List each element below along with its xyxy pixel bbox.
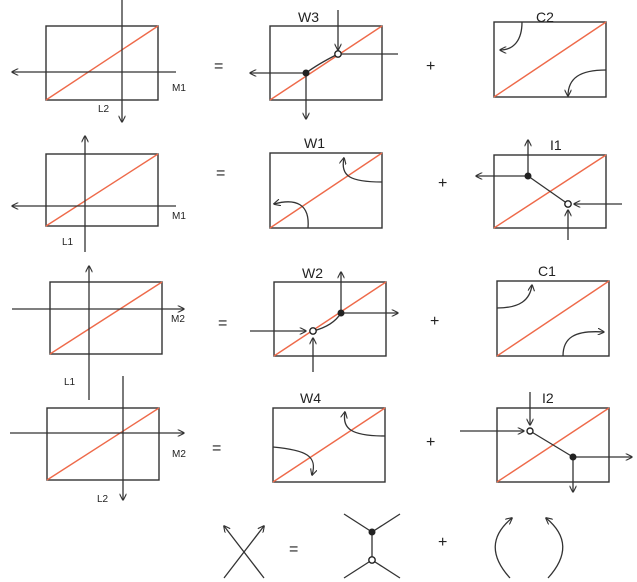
row-2: M1 L1 = W1 + I1 bbox=[12, 135, 622, 252]
row-1-lhs-diagram: M1 L2 bbox=[12, 0, 186, 122]
row-1: M1 L2 = W3 + C2 bbox=[12, 0, 607, 122]
filled-vertex bbox=[524, 172, 532, 180]
filled-vertex bbox=[337, 309, 345, 317]
label-m: M1 bbox=[172, 83, 186, 94]
filled-vertex bbox=[302, 69, 310, 77]
connecting-curve bbox=[312, 312, 342, 332]
corner-curve-top-left bbox=[496, 285, 532, 309]
curve-upper bbox=[344, 412, 386, 437]
label-l: L1 bbox=[64, 377, 76, 388]
label-m: M2 bbox=[171, 314, 185, 325]
label-m: M2 bbox=[172, 449, 186, 460]
open-vertex bbox=[334, 50, 342, 58]
open-vertex bbox=[309, 327, 317, 335]
term-label: I2 bbox=[542, 390, 554, 406]
connecting-curve bbox=[305, 53, 339, 74]
row-5-identity: = + bbox=[224, 513, 564, 579]
curve-lower bbox=[274, 202, 309, 229]
row-3-term-2: C1 bbox=[496, 263, 610, 357]
row-2-term-1: W1 bbox=[269, 135, 383, 229]
term-label: W1 bbox=[304, 135, 325, 151]
equals-sign: = bbox=[214, 58, 223, 75]
curve-upper bbox=[343, 158, 383, 183]
plus-sign: + bbox=[426, 434, 435, 451]
parallel-curves bbox=[494, 518, 564, 579]
corner-curve-bottom-right bbox=[562, 332, 604, 357]
plus-sign: + bbox=[438, 534, 447, 551]
curve-lower bbox=[272, 446, 313, 475]
equals-sign: = bbox=[212, 440, 221, 457]
corner-curve-top-left bbox=[500, 21, 523, 50]
open-vertex bbox=[526, 427, 534, 435]
row-4: M2 L2 = W4 + I2 bbox=[10, 376, 632, 505]
crossing-lines bbox=[224, 526, 264, 579]
open-vertex bbox=[368, 556, 376, 564]
plus-sign: + bbox=[438, 175, 447, 192]
row-3-lhs-diagram: M2 L1 bbox=[12, 266, 185, 400]
equals-sign: = bbox=[218, 315, 227, 332]
row-4-lhs-diagram: M2 L2 bbox=[10, 376, 186, 505]
label-m: M1 bbox=[172, 211, 186, 222]
label-l: L1 bbox=[62, 237, 74, 248]
term-label: W4 bbox=[300, 390, 321, 406]
row-1-term-2: C2 bbox=[493, 9, 607, 98]
row-3: M2 L1 = W2 + C1 bbox=[12, 263, 610, 400]
row-1-term-1: W3 bbox=[250, 9, 398, 119]
term-label: C2 bbox=[536, 9, 554, 25]
internal-line bbox=[529, 430, 574, 458]
equals-sign: = bbox=[289, 541, 298, 558]
term-label: W3 bbox=[298, 9, 319, 25]
vertex-pair bbox=[343, 513, 401, 579]
equals-sign: = bbox=[216, 165, 225, 182]
label-l: L2 bbox=[97, 494, 109, 505]
plus-sign: + bbox=[426, 58, 435, 75]
row-3-term-1: W2 bbox=[250, 265, 398, 372]
corner-curve-bottom-right bbox=[568, 69, 607, 96]
filled-vertex bbox=[368, 528, 376, 536]
row-4-term-1: W4 bbox=[272, 390, 386, 483]
row-4-term-2: I2 bbox=[460, 390, 632, 492]
open-vertex bbox=[564, 200, 572, 208]
term-label: W2 bbox=[302, 265, 323, 281]
row-2-lhs-diagram: M1 L1 bbox=[12, 136, 186, 252]
label-l: L2 bbox=[98, 104, 110, 115]
row-2-term-2: I1 bbox=[476, 137, 622, 240]
plus-sign: + bbox=[430, 313, 439, 330]
term-label: I1 bbox=[550, 137, 562, 153]
filled-vertex bbox=[569, 453, 577, 461]
internal-line bbox=[527, 175, 569, 205]
term-label: C1 bbox=[538, 263, 556, 279]
